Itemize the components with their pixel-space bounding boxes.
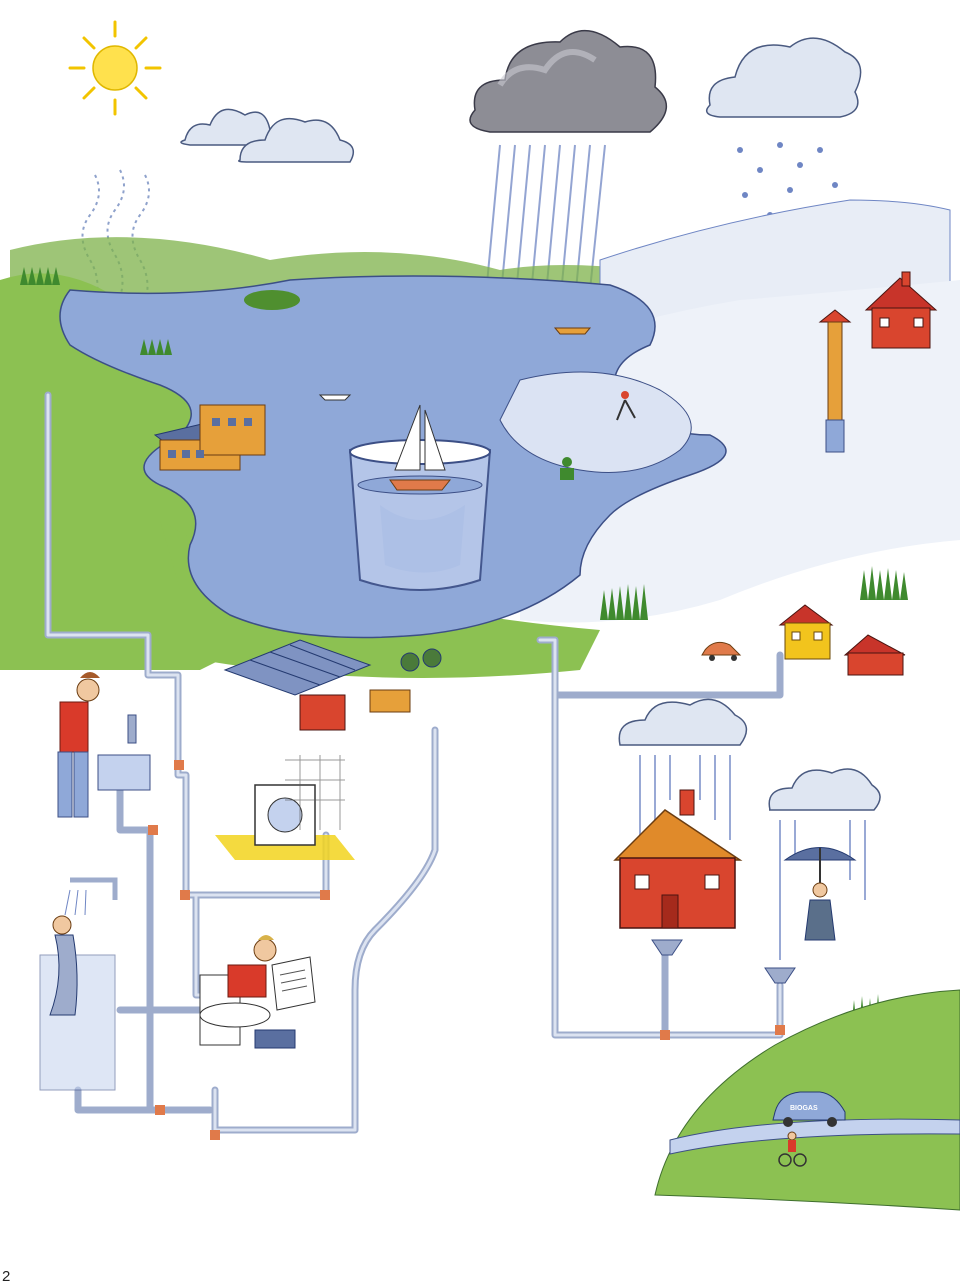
snowy-field (520, 280, 960, 623)
water-glass (348, 439, 492, 591)
cyclist (778, 1131, 807, 1167)
road (669, 1118, 960, 1155)
lake-ice (499, 371, 692, 473)
house-rain-cloud (618, 698, 748, 840)
island (244, 290, 300, 310)
water-works-building (153, 404, 266, 471)
washing-machine (215, 755, 355, 860)
fishing-boat (553, 327, 592, 335)
person-washing-dishes (57, 672, 151, 818)
ice-skater (616, 391, 636, 421)
red-cottage (843, 634, 906, 676)
page-number: 2 (2, 1268, 11, 1285)
pipe-joints-left (148, 760, 330, 1140)
red-car (701, 641, 742, 661)
pipe-network-right-inner (538, 638, 782, 1037)
biogas-car-label: BIOGAS (790, 1105, 818, 1112)
person-with-umbrella (783, 847, 857, 941)
sailboat (389, 404, 452, 491)
ice-fisher (560, 457, 574, 480)
street-drain (651, 939, 796, 984)
treatment-plant (223, 639, 442, 731)
umbrella-rain-cloud (768, 768, 881, 960)
shower (39, 877, 118, 1091)
rain-cloud (469, 29, 667, 133)
white-clouds (180, 108, 355, 163)
yellow-house (778, 604, 834, 660)
snow-cloud (705, 37, 862, 118)
evaporation-wisps (81, 169, 150, 316)
rowboat (318, 394, 352, 401)
person-reading-on-toilet (199, 935, 316, 1049)
red-house-rain (613, 789, 743, 929)
biogas-car: BIOGAS (772, 1091, 846, 1127)
pipe-joints-right (660, 1025, 785, 1040)
sun (68, 20, 162, 116)
red-house-snow (864, 271, 938, 349)
well (818, 309, 852, 453)
